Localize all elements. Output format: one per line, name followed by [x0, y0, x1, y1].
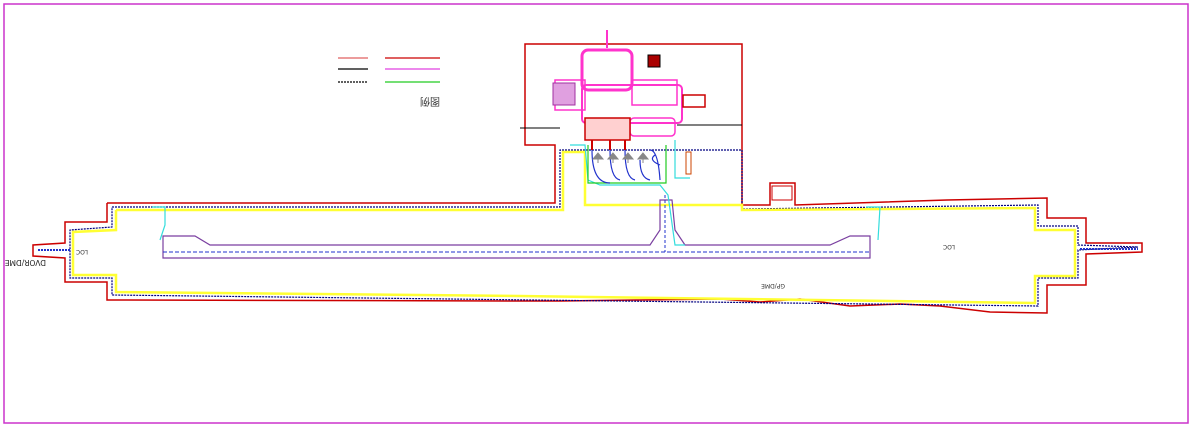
drainage-terminal-2: [674, 140, 690, 179]
patrol-road: [71, 150, 1077, 305]
airport-boundary: [32, 43, 1143, 314]
navaid-block: [685, 151, 692, 175]
drawing-frame: [3, 3, 1189, 424]
loc-label-left: LOC: [76, 248, 88, 255]
fence-line: [69, 149, 1139, 307]
gp-dme-label: GP/DME: [761, 282, 785, 289]
parking-lot: [552, 82, 576, 106]
gp-station: [771, 185, 793, 201]
fire-station: [682, 94, 706, 108]
tower: [647, 54, 661, 68]
drainage-terminal: [570, 144, 685, 246]
legend-title: 图例: [420, 95, 440, 108]
dvor-dme-label: DVOR/DME: [4, 258, 46, 267]
parallel-taxiway: [162, 199, 871, 259]
drainage-left: [152, 206, 166, 241]
terminal-building: [584, 117, 631, 141]
apron-stands: [591, 149, 661, 184]
service-road: [587, 145, 667, 184]
aircraft-stand-icons: [591, 152, 650, 163]
loc-label-right: LOC: [943, 243, 955, 250]
legend: 图例: [338, 57, 440, 108]
drainage-right: [866, 206, 881, 241]
